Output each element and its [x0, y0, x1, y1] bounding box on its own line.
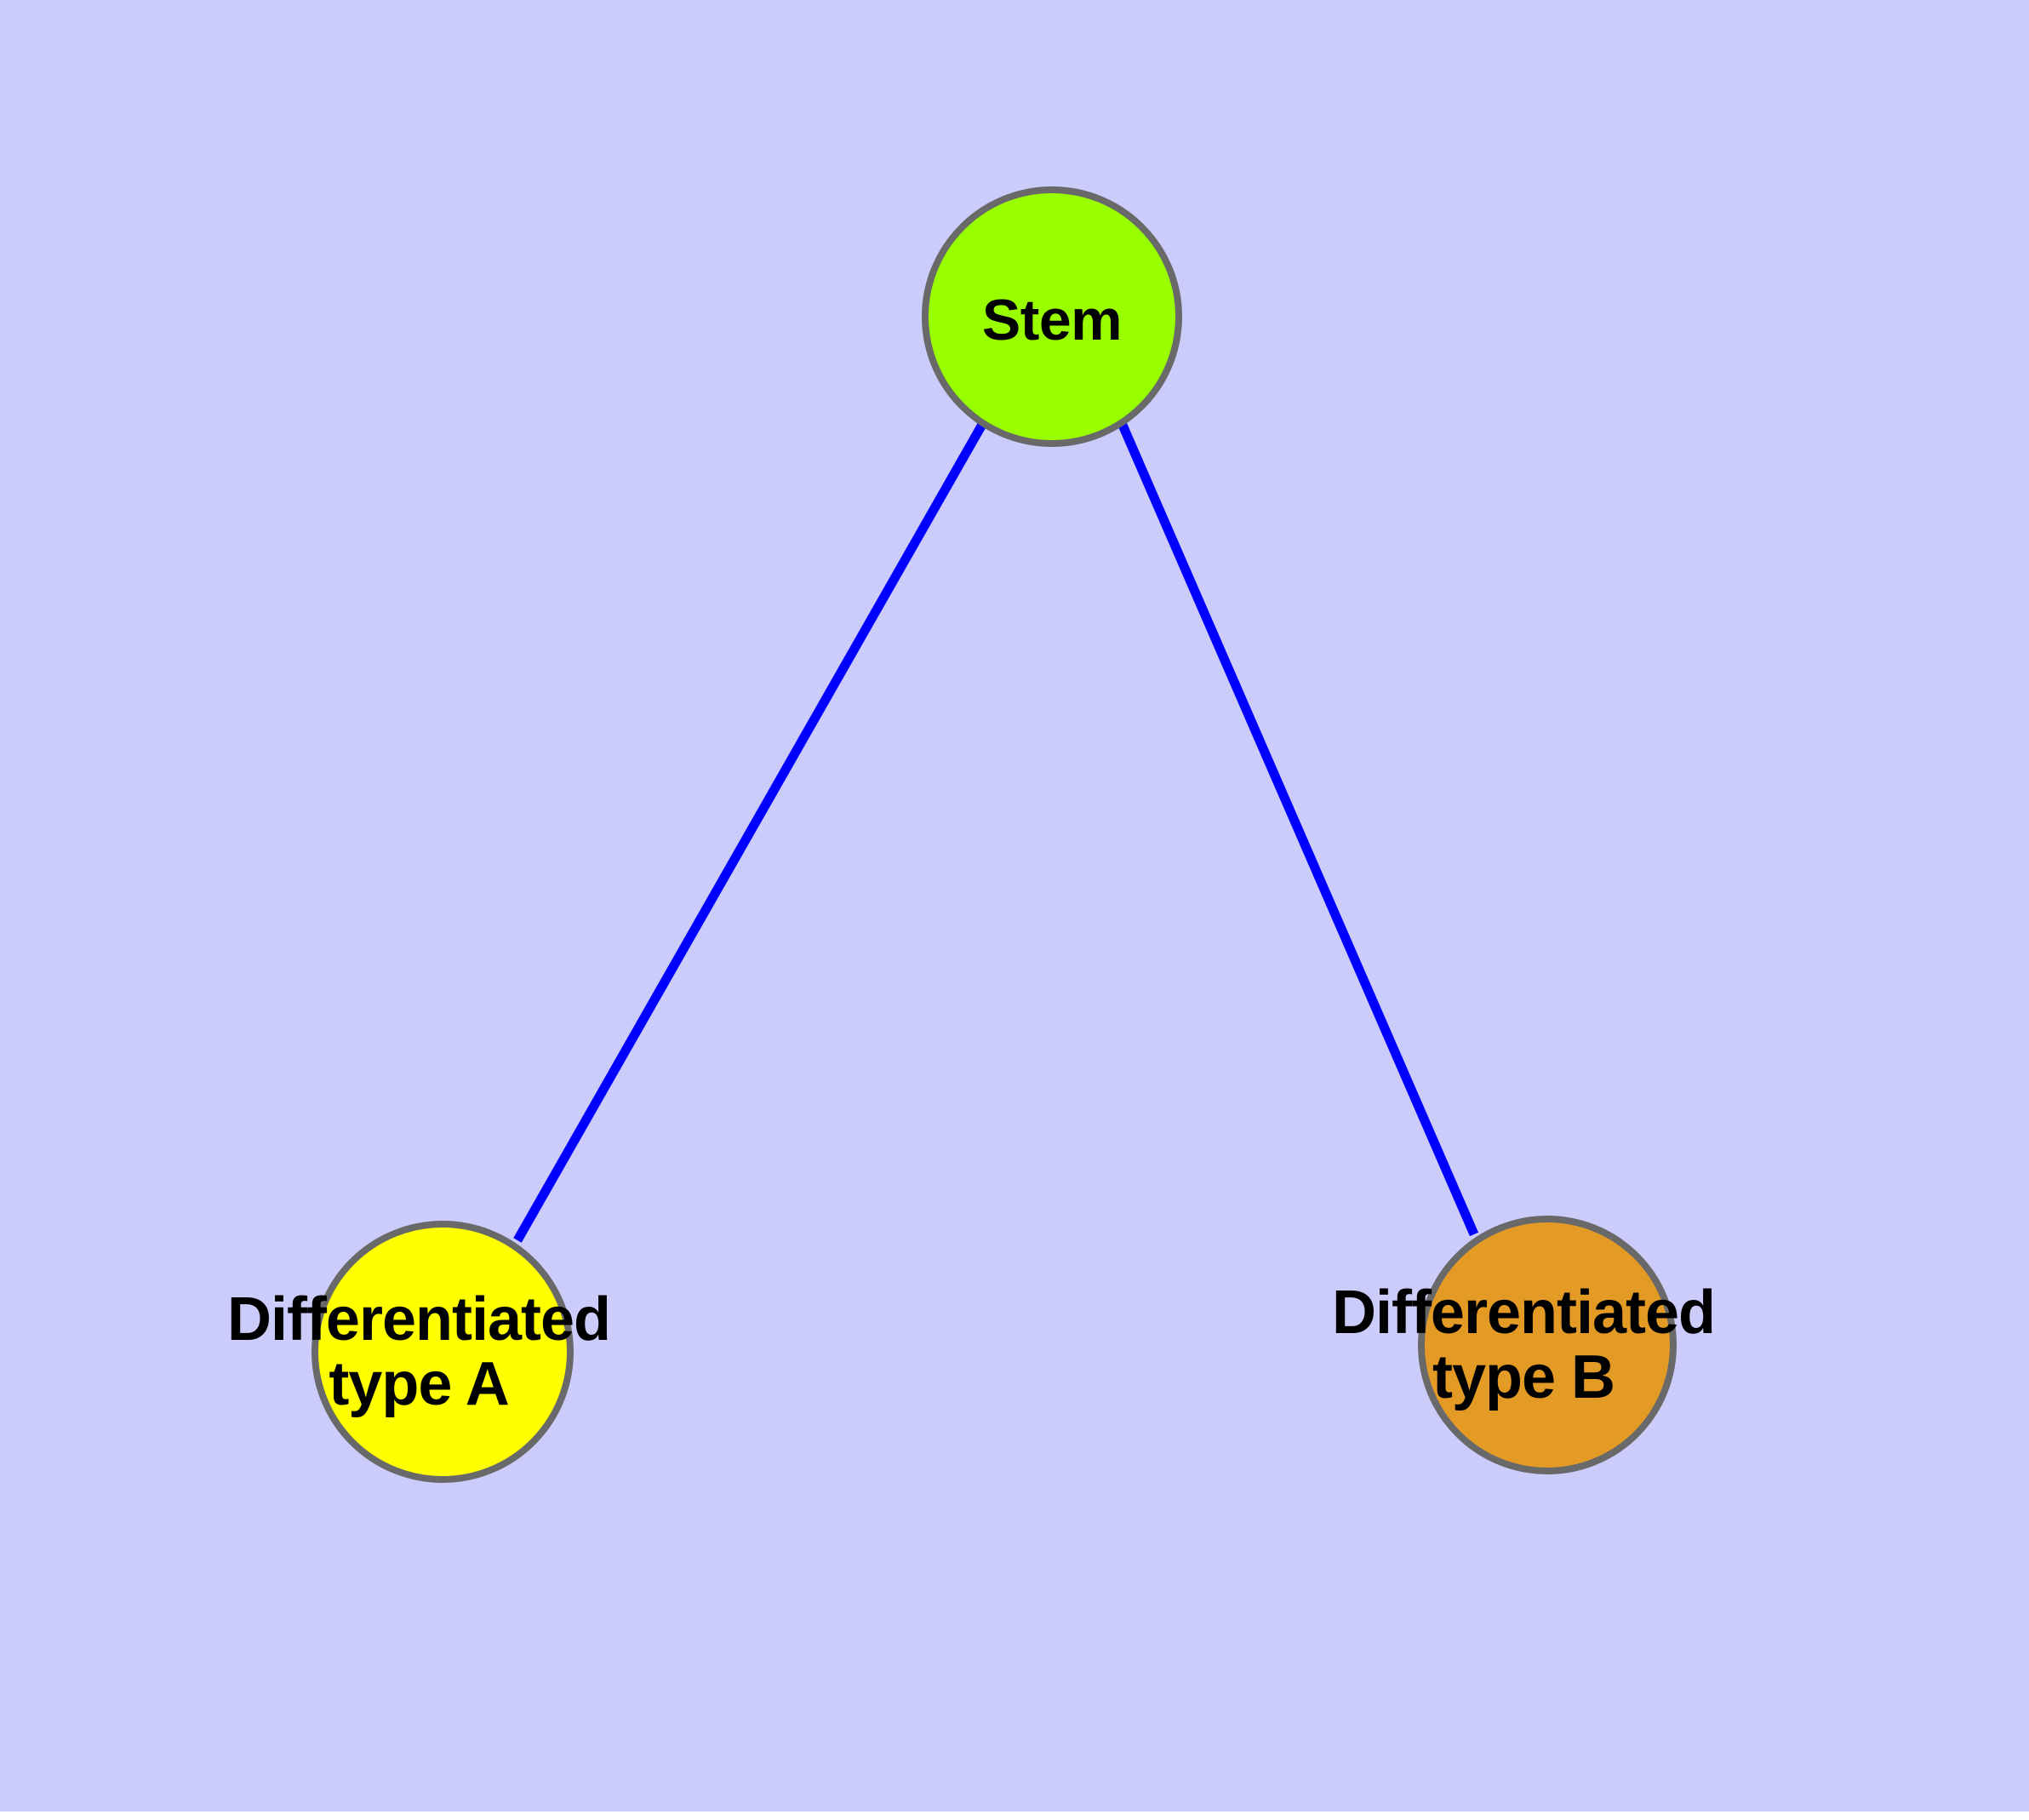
graph-edge-stem-to-diff_a[interactable]: [513, 421, 987, 1243]
graph-edge-stem-to-diff_b[interactable]: [1117, 421, 1479, 1237]
graph-node-stem[interactable]: [922, 186, 1182, 447]
edge-layer: [513, 421, 1479, 1243]
graph-node-diff_b[interactable]: [1418, 1216, 1677, 1474]
graph-node-diff_a[interactable]: [311, 1221, 574, 1483]
node-layer: [311, 186, 1677, 1483]
